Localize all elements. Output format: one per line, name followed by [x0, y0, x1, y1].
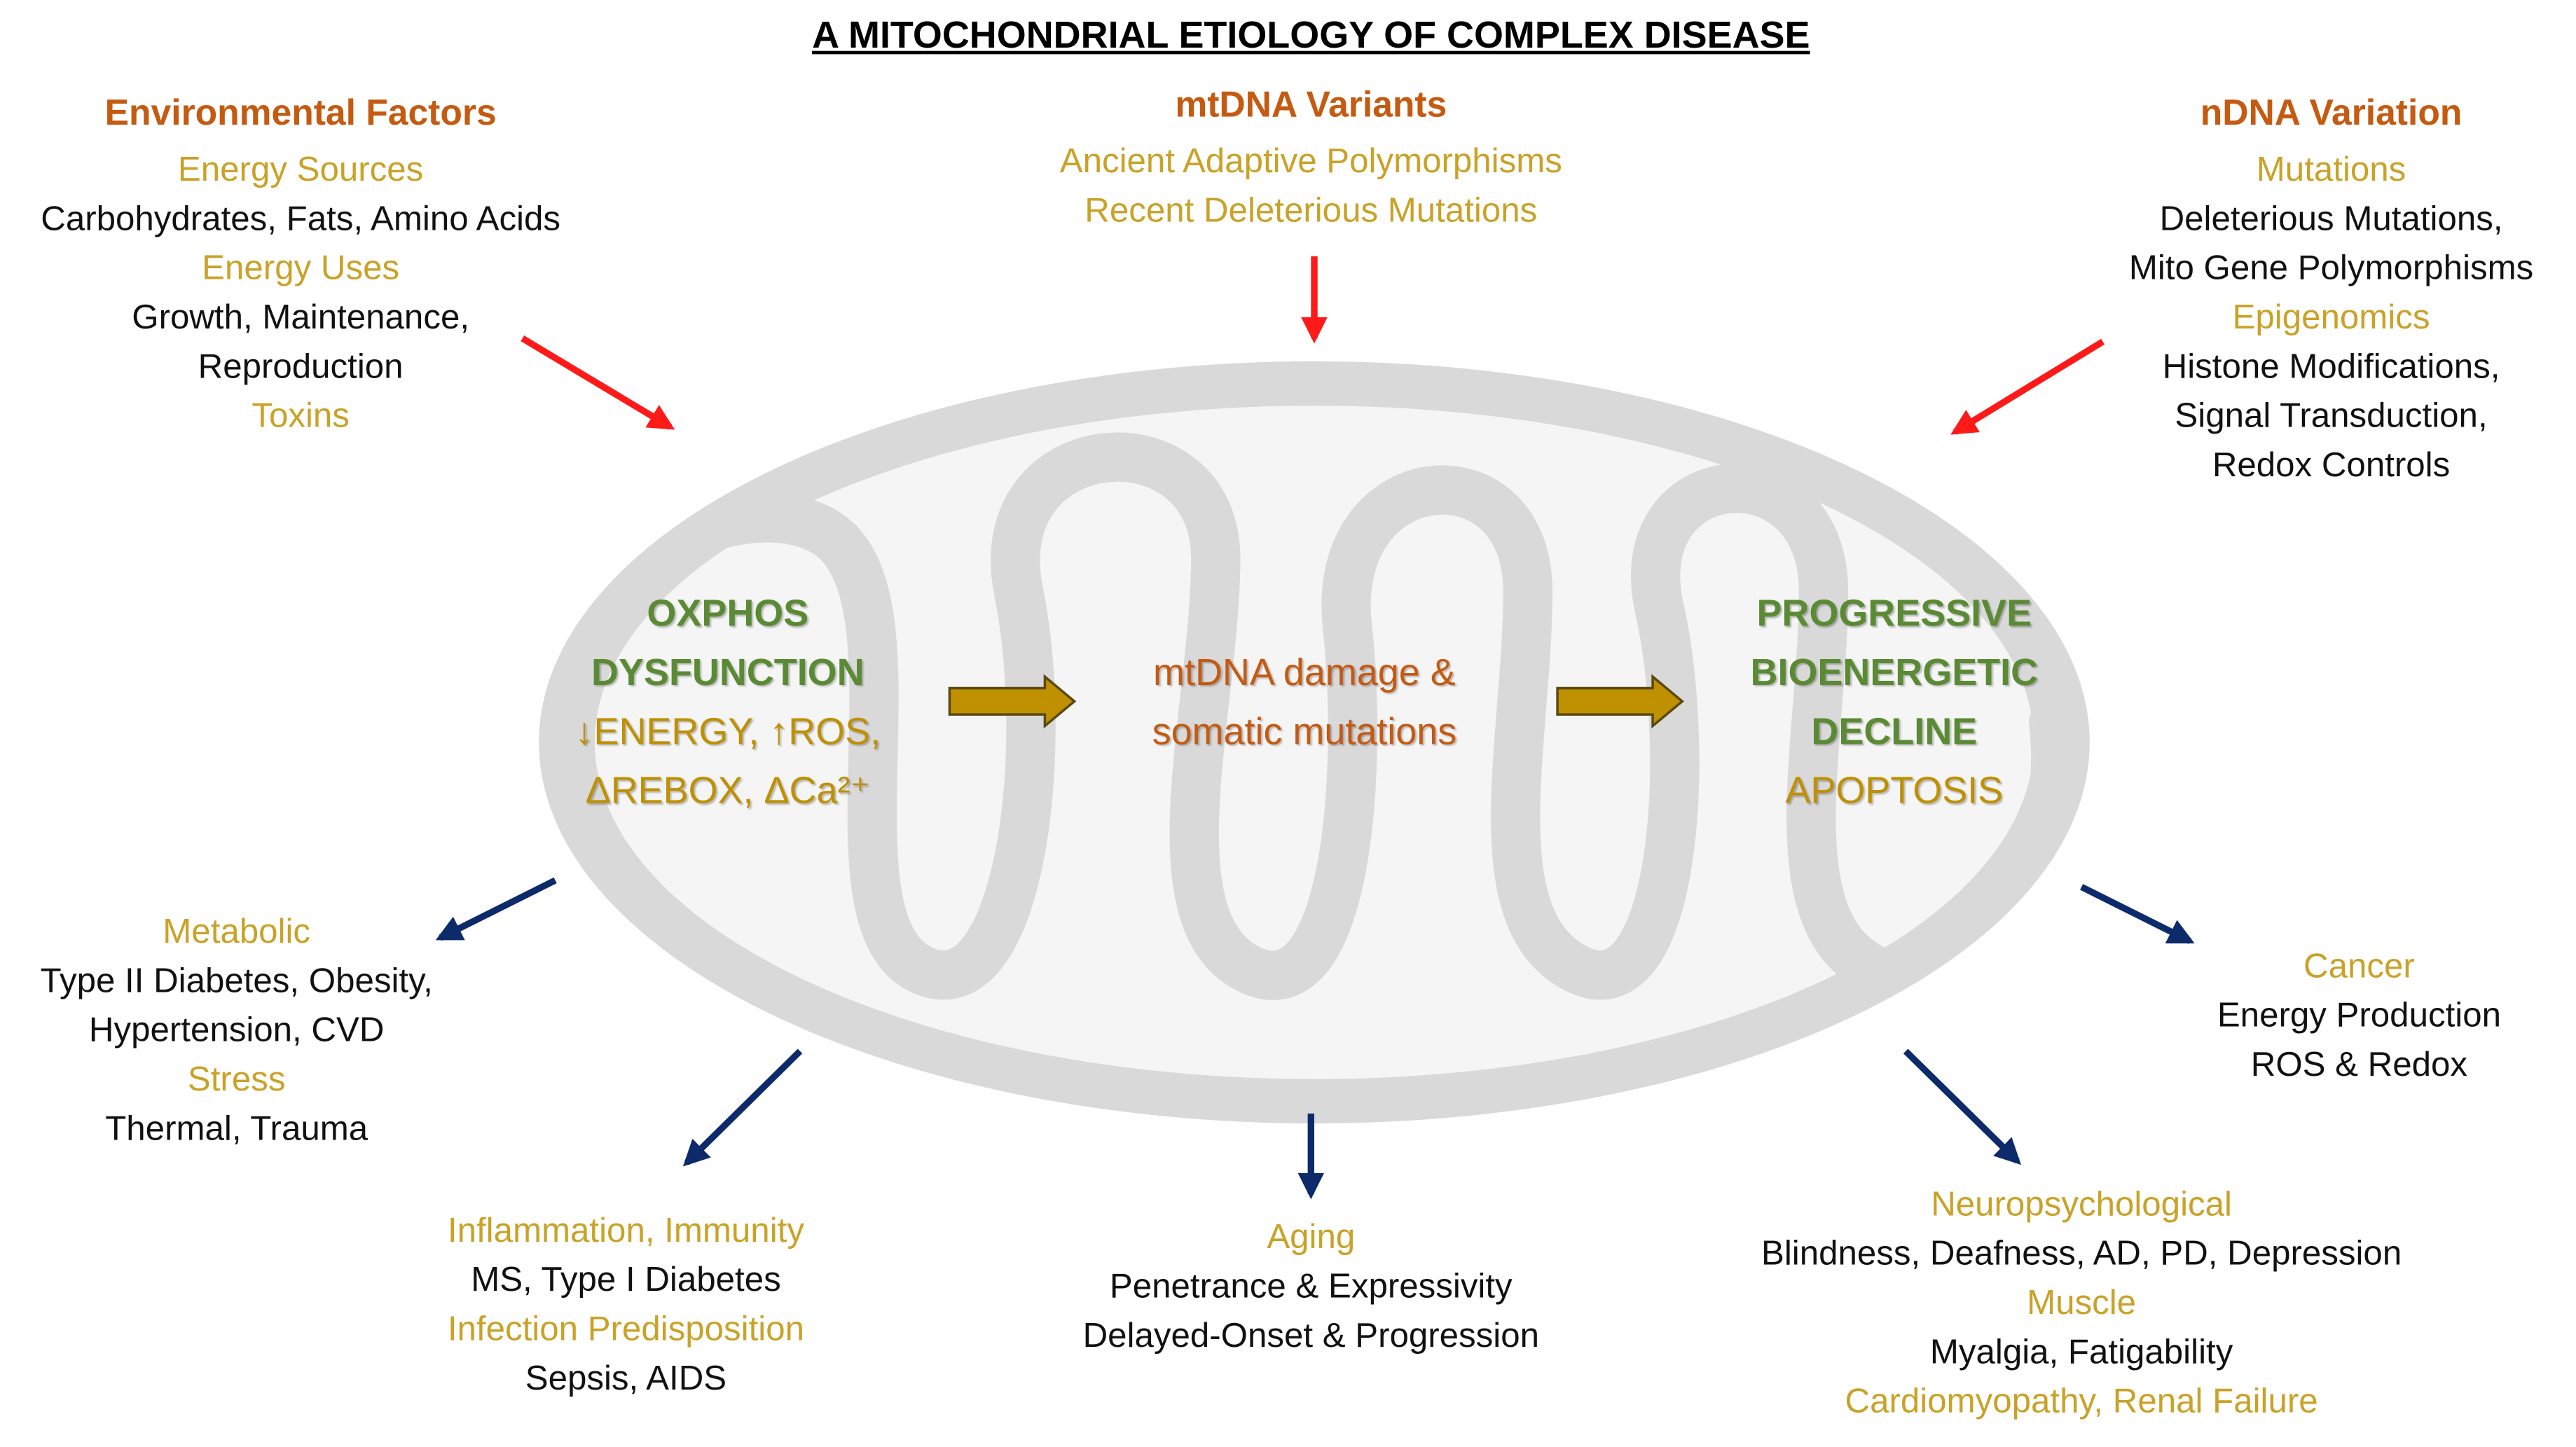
- cancer-line: Energy Production: [2217, 997, 2502, 1035]
- ndna-line: Deleterious Mutations,: [2159, 200, 2503, 239]
- cancer-line: ROS & Redox: [2250, 1046, 2468, 1084]
- ndna-line: Mito Gene Polymorphisms: [2128, 249, 2534, 288]
- mtdna-damage-line: somatic mutations: [1152, 709, 1457, 753]
- metabolic-line: Metabolic: [163, 913, 311, 951]
- inflammation-line: Inflammation, Immunity: [447, 1212, 804, 1250]
- mtdna-line: Ancient Adaptive Polymorphisms: [1059, 143, 1562, 181]
- metabolic-outcome: Metabolic Type II Diabetes, Obesity, Hyp…: [41, 908, 433, 1155]
- ndna-line: Mutations: [2256, 151, 2406, 189]
- neuro-line: Muscle: [2027, 1284, 2137, 1322]
- oxphos-line: ↓ENERGY, ↑ROS,: [574, 709, 881, 753]
- neuro-line: Blindness, Deafness, AD, PD, Depression: [1761, 1235, 2402, 1273]
- metabolic-line: Type II Diabetes, Obesity,: [40, 962, 433, 1001]
- metabolic-line: Stress: [187, 1060, 286, 1099]
- aging-line: Delayed-Onset & Progression: [1082, 1317, 1540, 1355]
- ndna-list: Mutations Deleterious Mutations, Mito Ge…: [2129, 146, 2533, 491]
- aging-outcome: Aging Penetrance & Expressivity Delayed-…: [1083, 1214, 1539, 1362]
- ndna-line: Epigenomics: [2232, 298, 2430, 337]
- environmental-line: Energy Uses: [202, 249, 400, 288]
- environmental-list: Energy Sources Carbohydrates, Fats, Amin…: [41, 146, 560, 442]
- oxphos-dysfunction-block: OXPHOS DYSFUNCTION ↓ENERGY, ↑ROS, ΔREBOX…: [575, 583, 881, 819]
- decline-line: APOPTOSIS: [1785, 768, 2004, 812]
- output-arrow-cancer: [2080, 884, 2195, 944]
- mtdna-damage-line: mtDNA damage &: [1153, 650, 1456, 693]
- ndna-line: Signal Transduction,: [2175, 397, 2488, 436]
- inflammation-line: Infection Predisposition: [447, 1310, 805, 1349]
- flow-arrow-left: [948, 674, 1077, 729]
- neuro-line: Neuropsychological: [1931, 1186, 2232, 1224]
- input-arrow-environmental: [521, 335, 675, 430]
- environmental-line: Reproduction: [198, 348, 404, 387]
- environmental-line: Toxins: [252, 397, 350, 436]
- ndna-line: Redox Controls: [2212, 446, 2451, 485]
- output-arrow-inflammation: [682, 1048, 803, 1167]
- environmental-line: Growth, Maintenance,: [132, 298, 470, 337]
- input-arrow-ndna: [1950, 338, 2105, 435]
- metabolic-line: Hypertension, CVD: [88, 1011, 385, 1050]
- output-arrow-metabolic: [435, 877, 557, 941]
- diagram-title: A MITOCHONDRIAL ETIOLOGY OF COMPLEX DISE…: [812, 13, 1810, 56]
- aging-line: Penetrance & Expressivity: [1109, 1268, 1513, 1306]
- environmental-heading: Environmental Factors: [104, 92, 497, 133]
- oxphos-line: DYSFUNCTION: [591, 650, 865, 693]
- environmental-line: Carbohydrates, Fats, Amino Acids: [41, 200, 561, 239]
- mitochondrion-cristae: [594, 432, 2034, 1003]
- aging-line: Aging: [1267, 1218, 1356, 1256]
- neuro-line: Myalgia, Fatigability: [1929, 1334, 2233, 1372]
- decline-line: BIOENERGETIC: [1750, 650, 2039, 693]
- decline-line: DECLINE: [1811, 709, 1978, 753]
- mtdna-heading: mtDNA Variants: [1175, 83, 1447, 125]
- oxphos-line: OXPHOS: [647, 591, 809, 635]
- mtdna-damage-block: mtDNA damage & somatic mutations: [1152, 642, 1457, 761]
- environmental-line: Energy Sources: [177, 151, 424, 189]
- ndna-heading: nDNA Variation: [2200, 92, 2463, 133]
- mtdna-list: Ancient Adaptive Polymorphisms Recent De…: [1060, 138, 1562, 237]
- inflammation-line: Sepsis, AIDS: [525, 1359, 727, 1398]
- inflammation-outcome: Inflammation, Immunity MS, Type I Diabet…: [448, 1207, 804, 1404]
- metabolic-line: Thermal, Trauma: [105, 1110, 369, 1149]
- cancer-line: Cancer: [2303, 948, 2415, 985]
- output-arrow-neuro: [1903, 1048, 2022, 1165]
- neuro-line: Cardiomyopathy, Renal Failure: [1845, 1383, 2318, 1421]
- bioenergetic-decline-block: PROGRESSIVE BIOENERGETIC DECLINE APOPTOS…: [1751, 583, 2039, 819]
- flow-arrow-right: [1556, 674, 1685, 729]
- inflammation-line: MS, Type I Diabetes: [471, 1261, 781, 1299]
- cancer-outcome: Cancer Energy Production ROS & Redox: [2217, 943, 2501, 1091]
- neuro-outcome: Neuropsychological Blindness, Deafness, …: [1761, 1181, 2402, 1427]
- decline-line: PROGRESSIVE: [1756, 591, 2032, 635]
- mtdna-line: Recent Deleterious Mutations: [1084, 192, 1538, 230]
- oxphos-line: ΔREBOX, ΔCa²⁺: [585, 768, 870, 812]
- ndna-line: Histone Modifications,: [2162, 348, 2500, 387]
